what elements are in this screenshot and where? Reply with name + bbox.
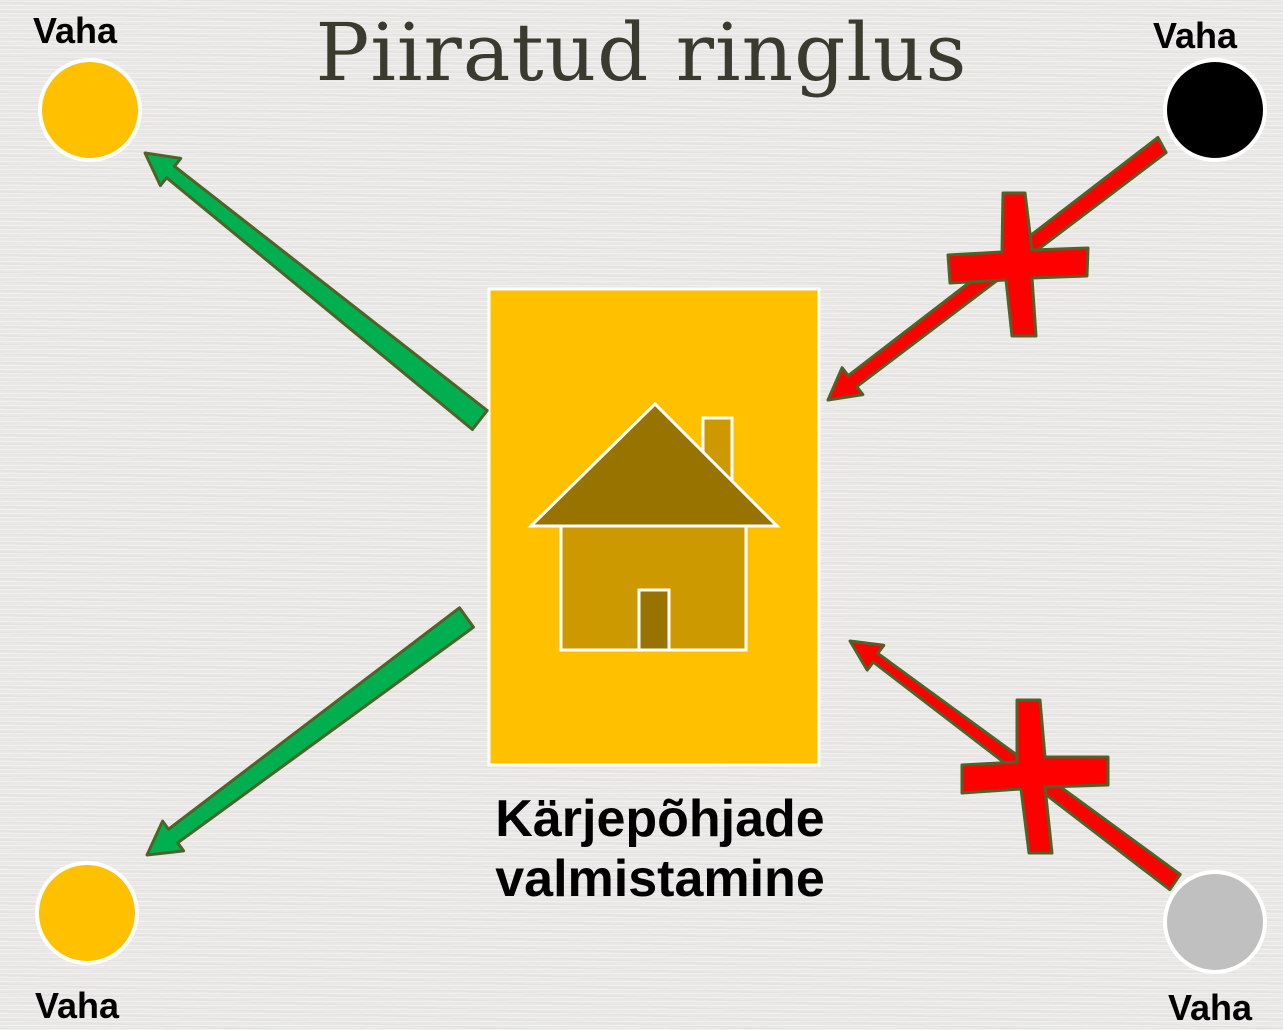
node-label-bottom-right: Vaha (1168, 987, 1253, 1028)
wax-node-top-right (1163, 58, 1267, 162)
center-label-line2: valmistamine (495, 849, 825, 908)
wax-node-bottom-left (35, 861, 139, 965)
center-label-line1: Kärjepõhjade (495, 790, 825, 848)
page-title: Piiratud ringlus (315, 6, 968, 99)
center-label: Kärjepõhjade valmistamine (400, 790, 920, 910)
house-icon (527, 401, 781, 652)
node-label-bottom-left: Vaha (35, 985, 120, 1026)
cross-icon (960, 698, 1110, 855)
node-label-top-right: Vaha (1153, 15, 1238, 56)
arrow-to-bottom-left (145, 606, 475, 857)
wax-node-bottom-right (1163, 870, 1267, 974)
wax-node-top-left (38, 58, 142, 162)
node-label-top-left: Vaha (33, 10, 118, 51)
cross-icon (946, 191, 1090, 338)
arrow-to-top-left (143, 151, 489, 431)
